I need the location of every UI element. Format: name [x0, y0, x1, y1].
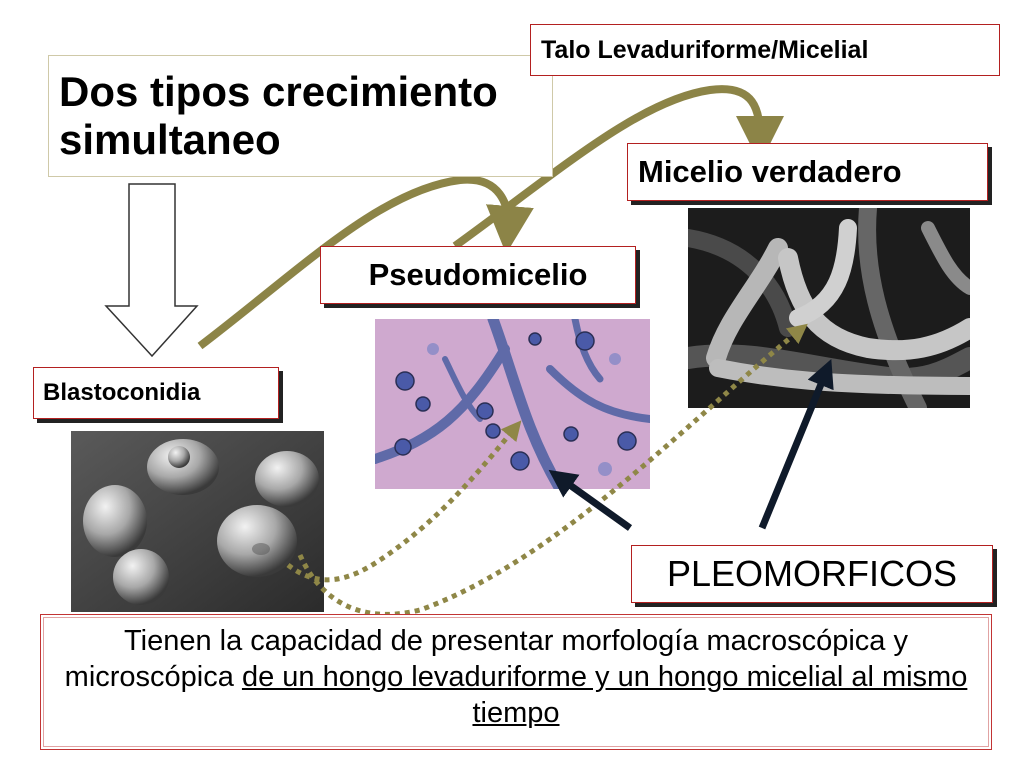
blastoconidia-image: [71, 431, 324, 612]
talo-label-text: Talo Levaduriforme/Micelial: [541, 35, 869, 64]
title-box: Dos tipos crecimiento simultaneo: [48, 55, 553, 177]
description-box: Tienen la capacidad de presentar morfolo…: [40, 614, 992, 750]
description-plain: Tienen la capacidad de presentar morfolo…: [64, 625, 908, 693]
pleomorficos-label-text: PLEOMORFICOS: [666, 553, 958, 594]
pleomorficos-label: PLEOMORFICOS: [631, 545, 993, 603]
micelio-label: Micelio verdadero: [627, 143, 988, 201]
title-line-2: simultaneo: [59, 116, 281, 163]
blastoconidia-label-text: Blastoconidia: [43, 379, 201, 406]
talo-label: Talo Levaduriforme/Micelial: [530, 24, 1000, 76]
micelio-label-text: Micelio verdadero: [638, 154, 902, 189]
blastoconidia-label: Blastoconidia: [33, 367, 279, 419]
micelio-image: [688, 208, 970, 408]
hollow-down-arrow-icon: [104, 183, 199, 358]
pseudomicelio-image: [375, 319, 650, 489]
pseudomicelio-label: Pseudomicelio: [320, 246, 636, 304]
pseudomicelio-label-text: Pseudomicelio: [368, 257, 588, 292]
description-underlined: de un hongo levaduriforme y un hongo mic…: [241, 661, 968, 729]
title-line-1: Dos tipos crecimiento: [59, 68, 498, 115]
